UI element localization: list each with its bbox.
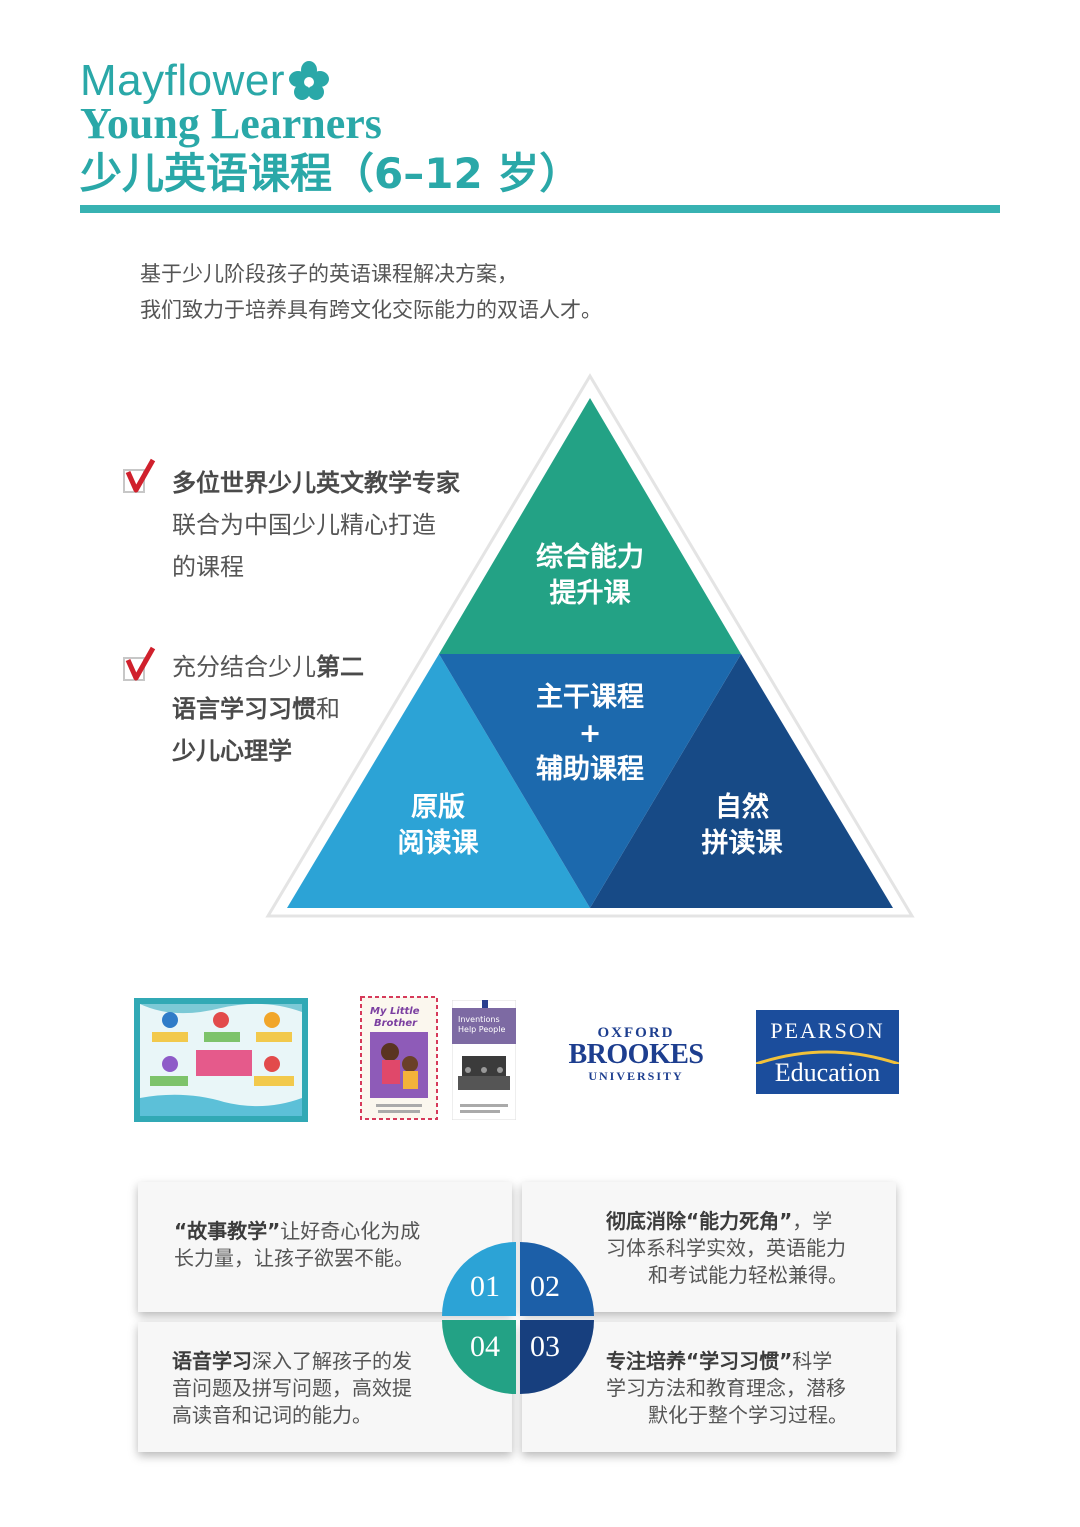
bullet-2-line-3-bold: 少儿心理学	[172, 737, 292, 765]
flower-icon	[289, 61, 329, 100]
oxford-brookes-logo: OXFORD BROOKES UNIVERSITY	[568, 1025, 704, 1083]
feature-number-circle	[442, 1242, 594, 1394]
brand-young-learners: Young Learners	[80, 99, 382, 148]
bullet-2-line-2-plain: 和	[316, 695, 340, 723]
course-pyramid	[265, 373, 915, 918]
feature-01-text: “故事教学”让好奇心化为成 长力量，让孩子欲罢不能。	[174, 1219, 421, 1270]
pyramid-center-label: 主干课程 + 辅助课程	[536, 682, 644, 785]
feature-number-02: 02	[530, 1270, 560, 1303]
bullet-2-line-1-bold: 第二	[316, 653, 364, 681]
feature-number-01: 01	[470, 1270, 500, 1303]
quadrant-03	[520, 1320, 594, 1394]
pyramid-top-label: 综合能力提升课	[536, 542, 644, 609]
quadrant-02	[520, 1242, 594, 1316]
svg-text:My Little: My Little	[370, 1006, 420, 1017]
bullet-1-line-1: 多位世界少儿英文教学专家	[172, 469, 460, 497]
feature-03-text: 专注培养“学习习惯”科学 学习方法和教育理念，潜移 默化于整个学习过程。	[606, 1349, 848, 1427]
coursebook-cover-image	[134, 998, 308, 1122]
svg-text:Brother: Brother	[374, 1018, 418, 1029]
feature-number-03: 03	[530, 1330, 560, 1363]
title-divider	[80, 205, 1000, 213]
svg-text:Help People: Help People	[458, 1025, 505, 1034]
my-little-brother-book-image: My Little Brother	[360, 996, 438, 1120]
pearson-education-logo: PEARSON Education	[756, 1010, 899, 1094]
pyramid-right-segment	[590, 654, 893, 908]
intro-line-1: 基于少儿阶段孩子的英语课程解决方案，	[140, 262, 518, 286]
pyramid-left-label: 原版阅读课	[397, 792, 479, 859]
page-title: 少儿英语课程（6–12 岁）	[80, 149, 582, 198]
bullet-2: 充分结合少儿第二 语言学习习惯和 少儿心理学	[172, 646, 502, 772]
pyramid-right-label: 自然拼读课	[701, 792, 783, 859]
bullet-2-line-1-plain: 充分结合少儿	[172, 653, 316, 681]
quadrant-01	[442, 1242, 516, 1316]
pyramid-top-segment	[439, 398, 741, 654]
intro-line-2: 我们致力于培养具有跨文化交际能力的双语人才。	[140, 298, 602, 322]
bullet-1-line-2: 联合为中国少儿精心打造	[172, 511, 436, 539]
svg-text:Inventions: Inventions	[458, 1015, 500, 1024]
bullet-1-line-3: 的课程	[172, 553, 244, 581]
pyramid-center-segment	[439, 654, 741, 908]
check-icon	[123, 646, 156, 681]
bullet-1: 多位世界少儿英文教学专家 联合为中国少儿精心打造 的课程	[172, 462, 502, 588]
check-icon	[123, 458, 156, 493]
quadrant-04	[442, 1320, 516, 1394]
brand-mayflower: Mayflower	[80, 56, 285, 105]
bullet-2-line-2-bold: 语言学习习惯	[172, 695, 316, 723]
feature-02-text: 彻底消除“能力死角”，学 习体系科学实效，英语能力 和考试能力轻松兼得。	[606, 1209, 848, 1287]
pyramid-left-segment	[287, 654, 590, 908]
inventions-book-image: Inventions Help People	[452, 1000, 516, 1120]
feature-04-text: 语音学习深入了解孩子的发 音问题及拼写问题，高效提 高读音和记词的能力。	[172, 1349, 412, 1427]
feature-number-04: 04	[470, 1330, 500, 1363]
